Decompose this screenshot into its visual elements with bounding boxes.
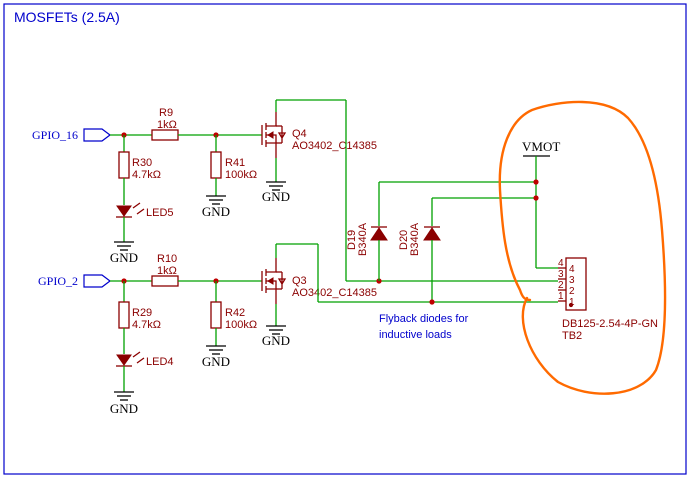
net-port-gpio16[interactable]: GPIO_16 [32,128,111,142]
hand-drawn-annotation-circle [498,100,667,395]
gnd-symbol: GND [262,181,290,204]
gnd-label: GND [262,189,290,204]
q4-part: AO3402_C14385 [292,140,377,152]
gnd-label: GND [202,354,230,369]
tb2-part: DB125-2.54-4P-GN [562,318,658,330]
mosfet-q4[interactable]: Q4 AO3402_C14385 [261,112,377,158]
sheet-border [3,3,687,475]
flyback-section: D19 B340A D20 B340A VMOT [346,139,658,342]
led4-ref: LED4 [146,356,174,368]
r9-ref: R9 [159,107,173,119]
diode-d20[interactable]: D20 B340A [398,222,441,256]
pin-label-1: 1 [558,291,564,302]
pin-number-1: 1 [569,297,575,308]
d20-part: B340A [409,222,421,256]
pin-number-2: 2 [569,286,575,297]
r30-ref: R30 [132,157,152,169]
r41-ref: R41 [225,157,245,169]
q3-part: AO3402_C14385 [292,287,377,299]
net-label-vmot: VMOT [522,139,560,154]
connector-tb2[interactable]: 4 4 3 3 2 2 1 1 DB125-2.54-4P-GN TB2 [558,257,658,342]
junction-dot [533,195,539,201]
q3-ref: Q3 [292,275,307,287]
pin-label-2: 2 [558,280,564,291]
gnd-label: GND [262,333,290,348]
gnd-symbol: GND [262,325,290,348]
junction-dot [429,299,435,305]
r29-value: 4.7kΩ [132,319,161,331]
pin-label-3: 3 [558,269,564,280]
flyback-note-line2: inductive loads [379,329,452,341]
r42-ref: R42 [225,307,245,319]
tb2-ref: TB2 [562,330,582,342]
r9-value: 1kΩ [157,119,177,131]
q4-ref: Q4 [292,128,307,140]
gnd-symbol: GND [110,391,138,416]
gnd-label: GND [202,204,230,219]
flyback-note-line1: Flyback diodes for [379,313,469,325]
r41-value: 100kΩ [225,169,257,181]
channel-q4: GPIO_16 R9 1kΩ R30 4.7kΩ LED5 [32,99,377,281]
gnd-label: GND [110,250,138,265]
resistor-r9[interactable]: R9 1kΩ [151,107,179,141]
r10-ref: R10 [157,253,177,265]
resistor-r42[interactable]: R42 100kΩ [210,301,257,331]
junction-dot [533,179,539,185]
gnd-symbol: GND [110,241,138,265]
gnd-label: GND [110,401,138,416]
resistor-r29[interactable]: R29 4.7kΩ [118,301,161,331]
r29-ref: R29 [132,307,152,319]
led-led5[interactable]: LED5 [116,202,174,219]
gnd-symbol: GND [202,195,230,219]
r10-value: 1kΩ [157,265,177,277]
r30-value: 4.7kΩ [132,169,161,181]
d20-ref: D20 [398,230,410,250]
d19-part: B340A [357,222,369,256]
resistor-r10[interactable]: R10 1kΩ [151,253,179,287]
pin-label-4: 4 [558,258,564,269]
resistor-r41[interactable]: R41 100kΩ [210,151,257,181]
d19-ref: D19 [346,230,358,250]
channel-q3: GPIO_2 R10 1kΩ R29 4.7kΩ LED4 [38,243,536,416]
net-label-gpio2: GPIO_2 [38,274,78,288]
led-led4[interactable]: LED4 [116,351,174,368]
led5-ref: LED5 [146,207,174,219]
resistor-r30[interactable]: R30 4.7kΩ [118,151,161,181]
net-port-gpio2[interactable]: GPIO_2 [38,274,111,288]
sheet-title: MOSFETs (2.5A) [14,9,120,25]
pin-number-3: 3 [569,275,575,286]
pin-number-4: 4 [569,264,575,275]
mosfet-q3[interactable]: Q3 AO3402_C14385 [261,258,377,304]
diode-d19[interactable]: D19 B340A [346,222,388,256]
gnd-symbol: GND [202,345,230,369]
net-label-gpio16: GPIO_16 [32,128,78,142]
r42-value: 100kΩ [225,319,257,331]
